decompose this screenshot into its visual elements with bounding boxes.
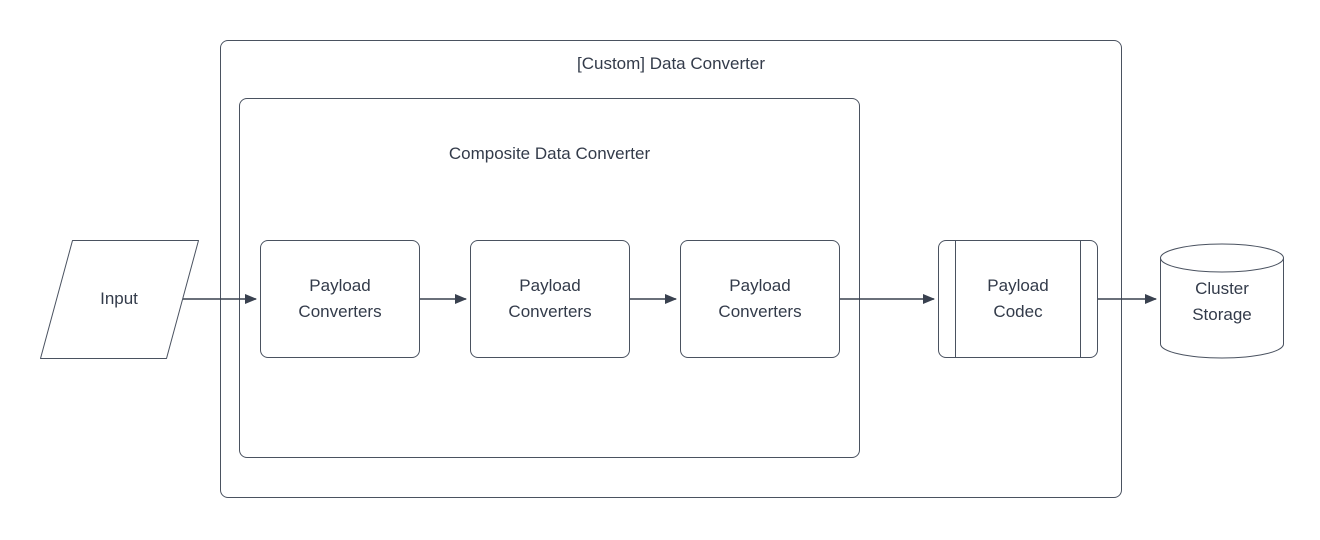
cylinder-top: [1160, 243, 1284, 273]
payload-converters-1-label: Payload Converters: [298, 276, 382, 321]
payload-codec-node: Payload Codec: [938, 240, 1098, 358]
payload-converters-node-2: Payload Converters: [470, 240, 630, 358]
payload-codec-label: Payload Codec: [987, 276, 1049, 321]
custom-data-converter-label: [Custom] Data Converter: [576, 54, 765, 73]
custom-data-converter-group: [Custom] Data Converter: [220, 40, 1122, 498]
payload-converters-3-label: Payload Converters: [718, 276, 802, 321]
payload-codec-side-bar-left: [955, 241, 956, 357]
payload-codec-side-bar-right: [1080, 241, 1081, 357]
composite-data-converter-label: Composite Data Converter: [448, 144, 651, 163]
composite-data-converter-group: Composite Data Converter: [239, 98, 860, 458]
cluster-storage-cylinder-shape: [1160, 243, 1284, 359]
cylinder-body: [1160, 258, 1284, 359]
input-parallelogram-shape: [40, 240, 199, 359]
payload-converters-node-1: Payload Converters: [260, 240, 420, 358]
payload-converters-node-3: Payload Converters: [680, 240, 840, 358]
payload-converters-2-label: Payload Converters: [508, 276, 592, 321]
